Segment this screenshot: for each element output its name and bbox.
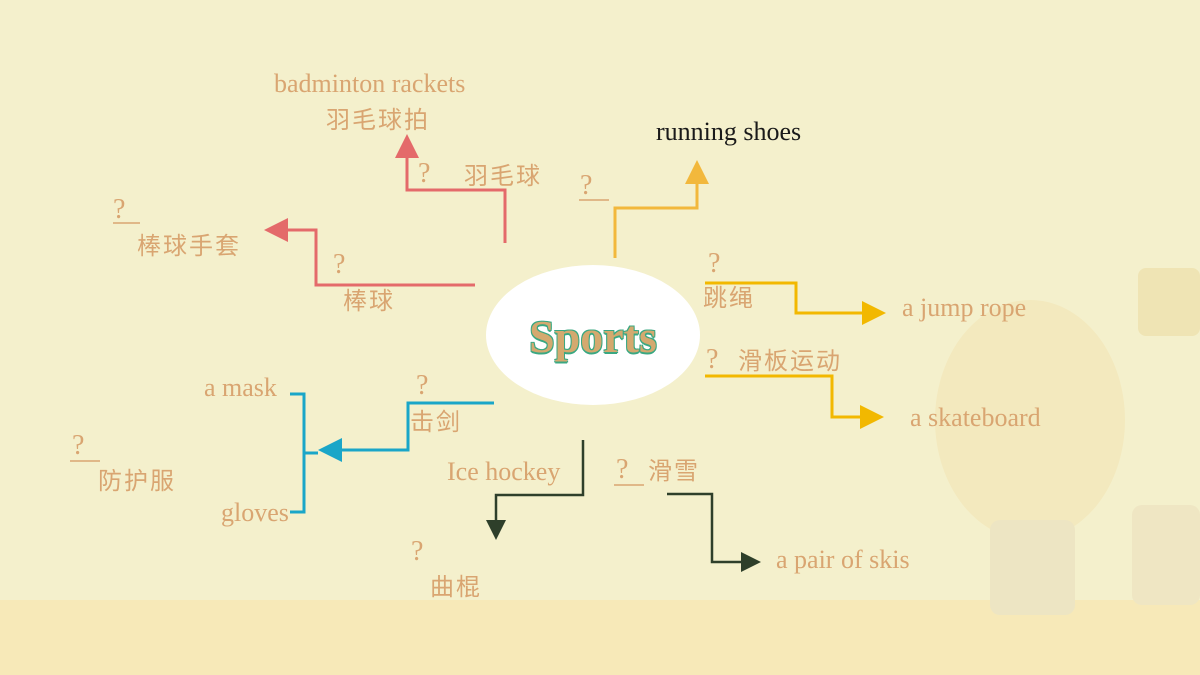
jump-connector: [705, 281, 886, 325]
fencing-item-gloves: gloves: [221, 498, 289, 527]
fencing-connector: [318, 401, 494, 462]
ski-connector: [667, 492, 761, 572]
center-title: Sports: [529, 310, 657, 362]
running-item-en: running shoes: [656, 117, 802, 146]
hockey-sport: Ice hockey: [447, 457, 561, 486]
fencing-item-mask: a mask: [204, 373, 277, 402]
badminton-item-zh: 羽毛球拍: [326, 106, 430, 134]
lightbulb-base: [990, 520, 1075, 615]
skate-sport: 滑板运动: [738, 347, 842, 375]
ski-sport: 滑雪: [648, 457, 700, 485]
baseball-glove-question: ?: [113, 194, 126, 225]
running-connector: [613, 160, 709, 258]
hockey-question: ?: [411, 536, 424, 567]
fencing-brace: [290, 392, 318, 514]
fencing-sport: 击剑: [410, 408, 462, 436]
jump-sport: 跳绳: [703, 284, 755, 312]
ski-item-en: a pair of skis: [776, 545, 910, 574]
badminton-item-en: badminton rackets: [274, 69, 466, 98]
baseball-sport: 棒球: [343, 287, 395, 315]
baseball-item-zh: 棒球手套: [137, 232, 241, 260]
lightbulb-glass: [935, 300, 1125, 540]
fencing-item-suit: 防护服: [98, 467, 176, 495]
hockey-item-zh: 曲棍: [430, 573, 482, 601]
jump-item-en: a jump rope: [902, 293, 1027, 322]
fencing-suit-question: ?: [72, 430, 85, 461]
badminton-connector: [395, 134, 507, 243]
skate-connector: [705, 374, 884, 429]
ski-question: ?: [616, 454, 629, 485]
badminton-sport: 羽毛球: [464, 162, 542, 190]
hockey-connector: [486, 440, 585, 540]
desk-object: [1132, 505, 1200, 605]
running-question: ?: [580, 170, 593, 201]
camera-shape: [1138, 268, 1200, 336]
baseball-question: ?: [333, 249, 346, 280]
fencing-question: ?: [416, 370, 429, 401]
skate-item-en: a skateboard: [910, 403, 1041, 432]
baseball-connector: [264, 218, 475, 287]
skate-question: ?: [706, 344, 719, 375]
jump-question: ?: [708, 248, 721, 279]
center-ellipse: [486, 265, 700, 405]
badminton-question: ?: [418, 158, 431, 189]
